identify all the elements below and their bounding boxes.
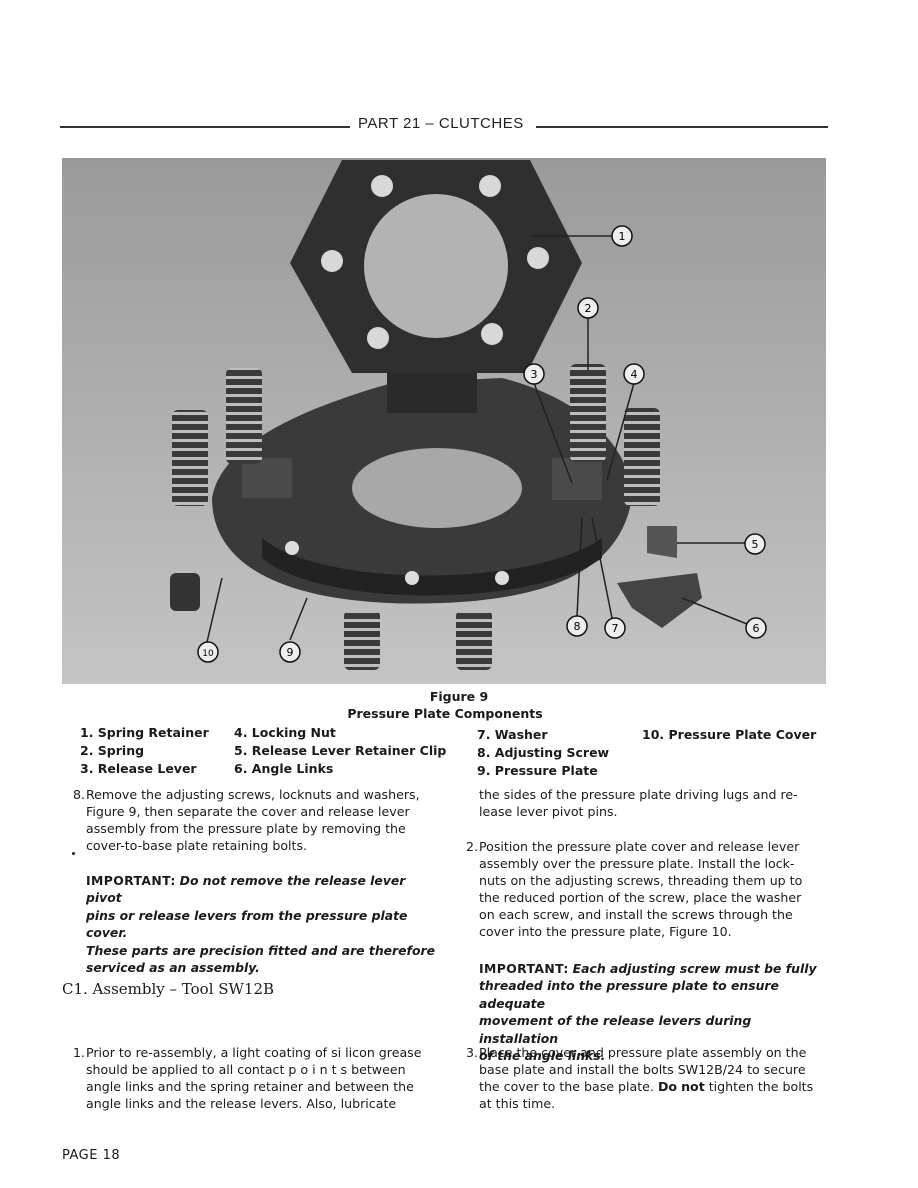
step-1-line: angle links and the spring retainer and … [86,1079,414,1094]
important-text: threaded into the pressure plate to ensu… [479,978,779,1011]
legend-item-2: 2. Spring [80,743,145,758]
step-1-line: angle links and the release levers. Also… [86,1096,397,1111]
legend-item-5: 5. Release Lever Retainer Clip [234,743,447,758]
callout-7: 7 [604,617,626,639]
stray-mark [72,852,75,855]
pressure-plate-cover-part [212,373,632,604]
continued-line: lease lever pivot pins. [479,804,618,819]
callout-10: 10 [197,641,219,663]
locking-nut-part [170,573,200,611]
step-2-line: Position the pressure plate cover and re… [479,839,800,854]
step-3-line: base plate and install the bolts SW12B/2… [479,1062,806,1077]
step-3-line: at this time. [479,1096,556,1111]
important-note-left: IMPORTANT: Do not remove the release lev… [86,872,436,976]
svg-text:6: 6 [753,622,760,635]
svg-text:10: 10 [202,649,214,659]
step-3: 3. Place the cover and pressure plate as… [466,1044,829,1112]
running-header: PART 21 – CLUTCHES [60,114,828,138]
spring-retainer-part [290,160,582,373]
step-3-text: tighten the bolts [708,1079,814,1094]
continued-line: the sides of the pressure plate driving … [479,787,798,802]
step-8-line: assembly from the pressure plate by remo… [86,821,406,836]
step-2-line: assembly over the pressure plate. Instal… [479,856,795,871]
step-3-number: 3. [466,1045,479,1060]
legend-item-4: 4. Locking Nut [234,725,336,740]
figure-label: Figure 9 [429,689,489,704]
important-text: pins or release levers from the pressure… [86,907,408,941]
important-text: movement of the release levers during in… [479,1013,752,1046]
svg-text:9: 9 [287,646,294,659]
step-2-line: cover into the pressure plate, Figure 10… [479,924,732,939]
header-title: PART 21 – CLUTCHES [358,115,524,132]
pressure-plate-exploded-view: 1 2 3 4 5 6 7 8 9 10 [62,158,826,684]
step-8: 8. Remove the adjusting screws, locknuts… [73,786,436,854]
retainer-clip-part [647,526,677,558]
step-2-number: 2. [466,839,479,854]
legend-item-1: 1. Spring Retainer [80,725,209,740]
figure-caption: Pressure Plate Components [347,706,543,721]
header-rule-right [536,126,828,128]
step-8-line: Figure 9, then separate the cover and re… [86,804,410,819]
callout-3: 3 [523,363,545,385]
svg-text:7: 7 [612,622,619,635]
important-text: Each adjusting screw must be fully [572,961,817,976]
svg-text:4: 4 [631,368,638,381]
legend-item-8: 8. Adjusting Screw [477,745,610,760]
header-rule-left [60,126,350,128]
svg-text:3: 3 [531,368,538,381]
step-1-line: Prior to re-assembly, a light coating of… [86,1045,422,1060]
callout-6: 6 [745,617,767,639]
important-text: These parts are precision fitted and are… [86,942,435,958]
important-text: Do not remove the release lever pivot [86,873,406,906]
step-1-number: 1. [73,1045,86,1060]
important-label: IMPORTANT: [86,873,176,888]
angle-link-part [617,573,702,628]
figure-9-photo: 1 2 3 4 5 6 7 8 9 10 [62,158,826,684]
not-emphasis: not [681,1079,705,1094]
step-3-line: the cover to the base plate. Do not tigh… [479,1078,829,1095]
important-text: of the angle links. [479,1048,606,1064]
legend-item-7: 7. Washer [477,727,548,742]
step-2-line: on each screw, and install the screws th… [479,907,793,922]
do-emphasis: Do [657,1079,678,1094]
step-2: 2. Position the pressure plate cover and… [466,838,829,940]
legend-item-6: 6. Angle Links [234,761,334,776]
page-number: PAGE 18 [62,1148,121,1163]
callout-4: 4 [623,363,645,385]
important-note-right: IMPORTANT: Each adjusting screw must be … [479,960,829,1064]
important-label: IMPORTANT: [479,961,569,976]
step-8-line: cover-to-base plate retaining bolts. [86,838,308,853]
step-3-line: Place the cover and pressure plate assem… [479,1045,807,1060]
legend-item-9: 9. Pressure Plate [477,763,598,778]
svg-text:2: 2 [585,302,592,315]
springs-group [172,364,660,670]
important-text: serviced as an assembly. [86,960,260,976]
legend-item-3: 3. Release Lever [80,761,197,776]
svg-text:8: 8 [574,620,581,633]
callout-markers: 1 2 3 4 5 6 7 8 9 10 [197,225,767,663]
callout-9: 9 [279,641,301,663]
callout-5: 5 [744,533,766,555]
step-8-line: Remove the adjusting screws, locknuts an… [86,787,420,802]
legend-item-10: 10. Pressure Plate Cover [642,727,817,742]
callout-8: 8 [566,615,588,637]
section-heading: C1. Assembly – Tool SW12B [62,980,275,998]
step-2-line: the reduced portion of the screw, place … [479,890,802,905]
step-1-continued: the sides of the pressure plate driving … [479,786,829,820]
svg-text:1: 1 [619,230,626,243]
step-2-line: nuts on the adjusting screws, threading … [479,873,803,888]
step-3-text: the cover to the base plate. [479,1079,654,1094]
step-1: 1. Prior to re-assembly, a light coating… [73,1044,436,1112]
callout-2: 2 [577,297,599,319]
callout-1: 1 [611,225,633,247]
svg-text:5: 5 [752,538,759,551]
step-1-line: should be applied to all contact p o i n… [86,1062,406,1077]
callout-leaders [206,235,748,643]
step-8-number: 8. [73,787,86,802]
